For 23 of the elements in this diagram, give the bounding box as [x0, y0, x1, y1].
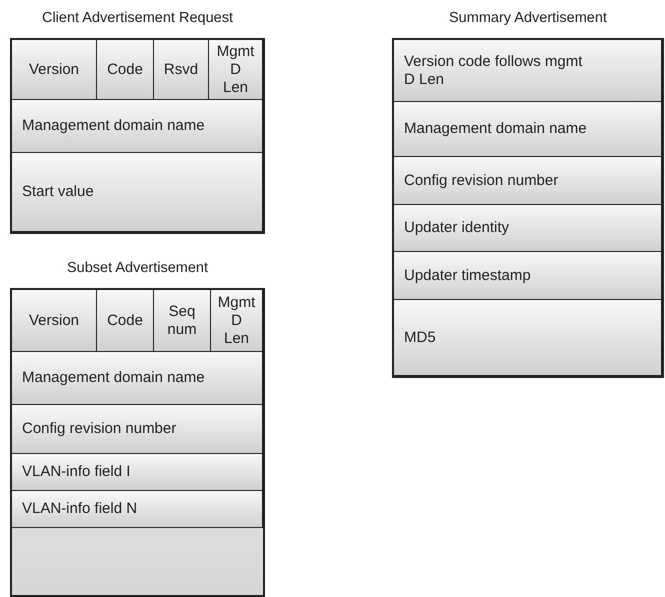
- packet-field: Version: [12, 290, 97, 352]
- packet-title: Summary Advertisement: [448, 10, 608, 26]
- packet-field: MD5: [394, 300, 662, 376]
- packet-field: Version: [12, 40, 97, 100]
- packet-field: Management domain name: [394, 102, 662, 157]
- packet-field: Code: [97, 40, 154, 100]
- packet-field: Updater timestamp: [394, 252, 662, 300]
- packet-field: Rsvd: [154, 40, 209, 100]
- packet-field: Management domain name: [12, 352, 263, 405]
- packet-field: Code: [97, 290, 154, 352]
- packet-field: Mgmt D Len: [209, 40, 263, 100]
- packet-field: Management domain name: [12, 100, 263, 153]
- packet-field: Updater identity: [394, 205, 662, 252]
- packet-field: Start value: [12, 153, 263, 232]
- packet-field: Mgmt D Len: [211, 290, 263, 352]
- packet-field: Version code follows mgmt D Len: [394, 40, 662, 102]
- packet-title: Client Advertisement Request: [40, 10, 234, 26]
- packet-title: Subset Advertisement: [66, 260, 210, 276]
- packet-field: Seq num: [154, 290, 211, 352]
- packet-field: Config revision number: [394, 157, 662, 205]
- packet-field: VLAN-info field N: [12, 491, 263, 528]
- packet-field: VLAN-info field I: [12, 454, 263, 491]
- packet-field: Config revision number: [12, 405, 263, 454]
